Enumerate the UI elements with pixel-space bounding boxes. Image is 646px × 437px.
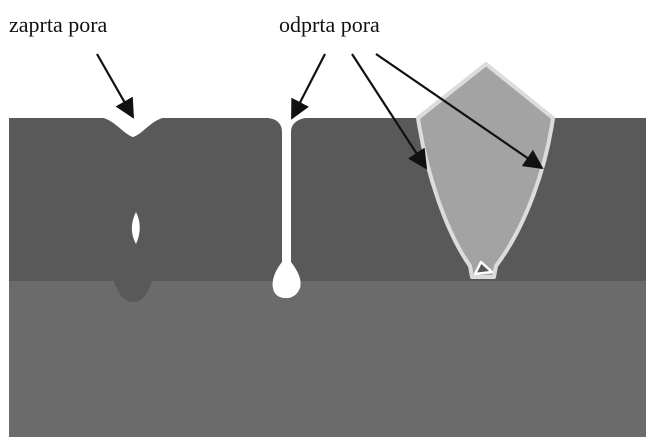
arrow-open-pore-channel [292, 54, 325, 118]
arrow-closed-pore [97, 54, 133, 117]
lower-layer [9, 281, 646, 437]
closed-pore-label: zaprta pora [9, 14, 107, 36]
open-pore-label: odprta pora [279, 14, 380, 36]
